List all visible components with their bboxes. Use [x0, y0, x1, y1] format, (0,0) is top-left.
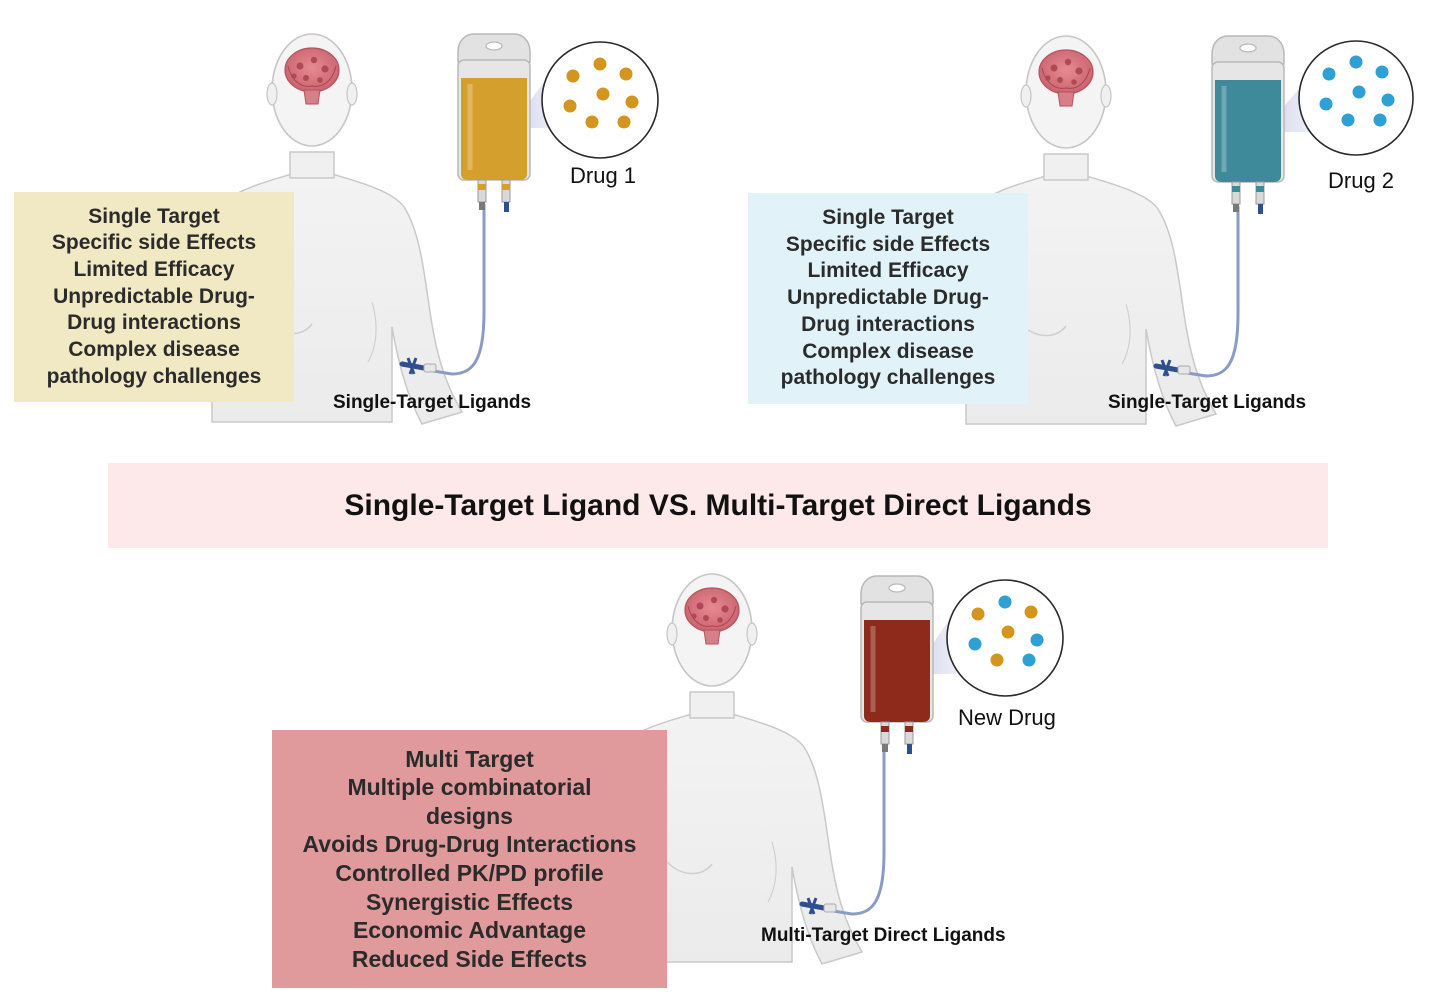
drug-molecule	[1375, 65, 1389, 79]
drug-molecule	[619, 67, 633, 81]
single-target-traits-box-1: Single Target Specific side Effects Limi…	[14, 192, 294, 402]
trait-line: pathology challenges	[780, 366, 996, 390]
trait-line: Specific side Effects	[785, 232, 991, 256]
trait-line: Unpredictable Drug-	[787, 286, 989, 310]
drug-molecules-2	[1319, 55, 1395, 127]
drug-molecule	[1001, 625, 1015, 639]
drug-molecule	[625, 95, 639, 109]
panel-caption-2: Single-Target Ligands	[1108, 392, 1307, 413]
drug-molecule	[1030, 633, 1044, 647]
drug-molecule	[1373, 113, 1387, 127]
trait-line: Complex disease	[68, 338, 240, 362]
drug-molecule	[1024, 605, 1038, 619]
drug-molecule	[1349, 55, 1363, 69]
drug-molecule	[1352, 85, 1366, 99]
trait-line: Synergistic Effects	[365, 888, 574, 915]
iv-bag-3	[860, 575, 934, 754]
drug-molecules-3	[968, 595, 1044, 667]
panel-caption-1: Single-Target Ligands	[333, 392, 532, 413]
drug-molecule	[971, 607, 985, 621]
trait-line: Controlled PK/PD profile	[335, 860, 604, 886]
drug-molecule	[1319, 97, 1333, 111]
drug-label-3: New Drug	[958, 705, 1056, 730]
trait-line: Unpredictable Drug-	[53, 284, 255, 308]
trait-line: Specific side Effects	[51, 231, 257, 255]
drug-molecule	[990, 653, 1004, 667]
panel-2-illustration	[966, 35, 1414, 426]
drug-molecule	[593, 57, 607, 71]
iv-bag-2	[1211, 35, 1285, 214]
single-target-traits-box-2: Single Target Specific side Effects Limi…	[748, 193, 1028, 404]
trait-line: designs	[426, 802, 513, 829]
comparison-banner: Single-Target Ligand VS. Multi-Target Di…	[108, 463, 1328, 548]
trait-line: pathology challenges	[46, 364, 262, 388]
iv-bag-1	[457, 33, 531, 212]
panel-3-illustration	[612, 574, 1064, 964]
drug-molecule	[968, 637, 982, 651]
drug-molecule	[585, 115, 599, 129]
trait-line: Multi Target	[405, 745, 534, 772]
trait-line: Multiple combinatorial	[347, 774, 592, 801]
drug-molecule	[617, 115, 631, 129]
drug-molecule	[1381, 93, 1395, 107]
trait-line: Limited Efficacy	[73, 257, 235, 281]
trait-line: Avoids Drug-Drug Interactions	[302, 831, 637, 858]
drug-molecule	[1022, 653, 1036, 667]
drug-molecule	[998, 595, 1012, 609]
drug-molecule	[566, 69, 580, 83]
drug-molecule	[1341, 113, 1355, 127]
panel-caption-3: Multi-Target Direct Ligands	[761, 925, 1006, 946]
drug-molecules-1	[563, 57, 639, 129]
panel-1-illustration	[212, 33, 659, 424]
drug-molecule	[596, 87, 610, 101]
multi-target-traits-box: Multi Target Multiple combinatorial desi…	[272, 730, 667, 988]
trait-line: Economic Advantage	[352, 917, 587, 944]
trait-line: Drug interactions	[67, 311, 241, 335]
drug-molecule	[563, 99, 577, 113]
trait-line: Complex disease	[802, 339, 974, 363]
trait-line: Reduced Side Effects	[351, 945, 588, 972]
trait-line: Drug interactions	[801, 312, 975, 336]
drug-molecule	[1322, 67, 1336, 81]
drug-label-2: Drug 2	[1328, 168, 1395, 193]
drug-label-1: Drug 1	[570, 163, 637, 188]
trait-line: Limited Efficacy	[807, 259, 969, 283]
banner-title: Single-Target Ligand VS. Multi-Target Di…	[344, 488, 1092, 522]
trait-line: Single Target	[88, 204, 220, 228]
trait-line: Single Target	[822, 206, 954, 230]
